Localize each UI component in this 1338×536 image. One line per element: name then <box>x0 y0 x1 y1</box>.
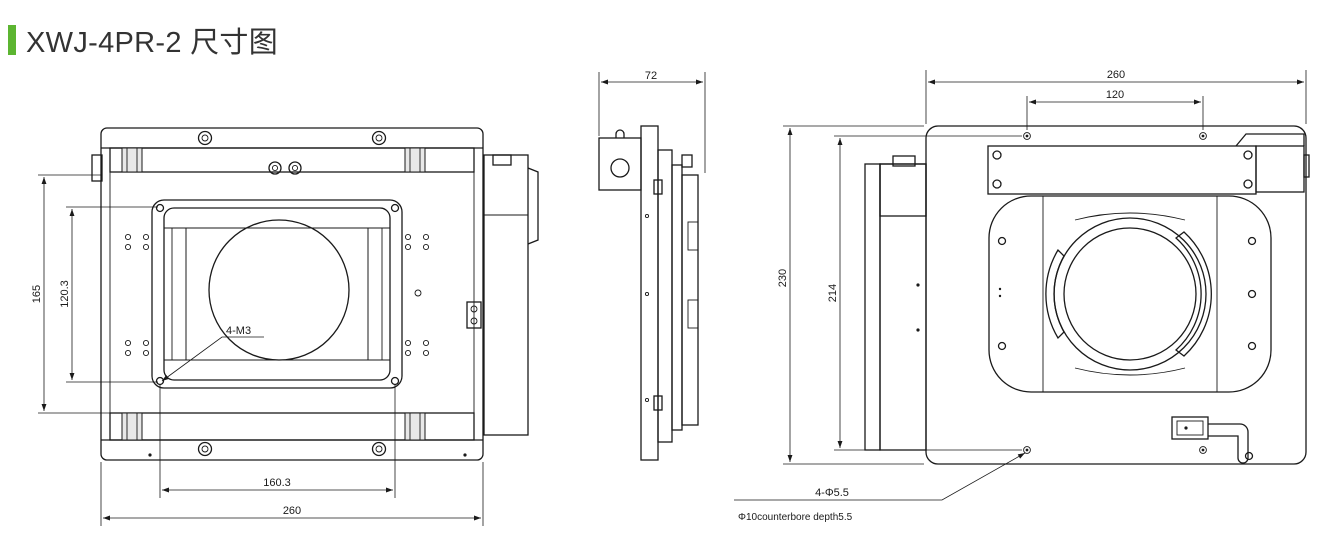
front-view: 165 120.3 160.3 260 4-M3 <box>31 127 539 526</box>
front-top-rail <box>109 147 475 173</box>
front-left-knob <box>91 154 103 182</box>
dim-front-width-outer: 260 <box>283 505 301 517</box>
front-aperture-frame <box>151 199 403 389</box>
side-knob-block <box>598 137 642 191</box>
callout-counterbore: Φ10counterbore depth5.5 <box>738 512 853 523</box>
back-view: 260 120 230 214 4-Φ5.5 Φ10counterbore de… <box>734 69 1310 523</box>
dim-side-depth: 72 <box>645 70 657 82</box>
front-main-plate <box>100 127 484 461</box>
side-view: 72 <box>598 70 706 461</box>
back-side-module <box>879 163 927 451</box>
dim-back-hole-spacing: 120 <box>1106 89 1124 101</box>
title-accent-bar <box>8 25 16 55</box>
page-title: XWJ-4PR-2 尺寸图 <box>26 27 279 59</box>
back-top-rail <box>987 145 1257 195</box>
dim-back-hole-height: 214 <box>827 284 839 302</box>
front-side-tab <box>527 167 539 245</box>
dim-back-height-outer: 230 <box>777 269 789 287</box>
back-ring-outer <box>1053 217 1207 371</box>
front-aperture-circle <box>208 219 350 361</box>
dim-back-width-outer: 260 <box>1107 69 1125 81</box>
back-ring-stage <box>988 195 1272 393</box>
callout-4-m3: 4-M3 <box>226 325 251 337</box>
page-title-bar: XWJ-4PR-2 尺寸图 <box>8 22 279 59</box>
callout-holes: 4-Φ5.5 <box>815 487 849 499</box>
front-connector <box>466 301 482 329</box>
dim-front-width-inner: 160.3 <box>263 477 291 489</box>
dim-front-height-inner: 120.3 <box>59 280 71 308</box>
front-bottom-rail <box>109 412 475 441</box>
dim-front-height-outer: 165 <box>31 285 43 303</box>
back-connector <box>1171 416 1209 440</box>
front-side-module <box>483 154 529 436</box>
back-main-plate <box>925 125 1307 465</box>
